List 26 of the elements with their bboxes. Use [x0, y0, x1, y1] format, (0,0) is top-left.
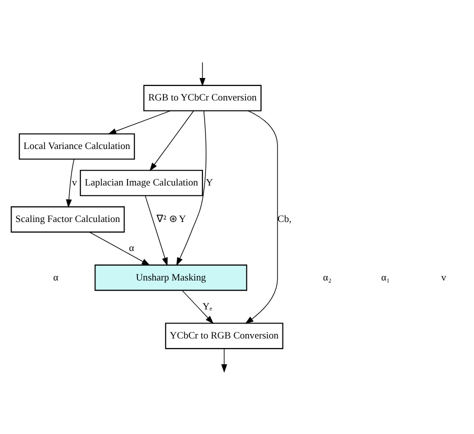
label: α₁ [381, 272, 390, 284]
node-box: RGB to YCbCr Conversion [143, 84, 262, 112]
arrow [108, 110, 171, 134]
edge-label: Cb, [278, 214, 292, 226]
edge-label: ∇² ⊛ Y [156, 214, 186, 226]
arrow [89, 232, 150, 266]
arrow [176, 110, 206, 266]
arrow [245, 110, 278, 324]
edge-label: α [129, 243, 134, 254]
edge-label: v [72, 178, 77, 189]
edge-label: Y [206, 178, 214, 189]
arrow [150, 110, 194, 172]
edge-label: Yₑ [202, 301, 212, 312]
arrow [144, 195, 168, 266]
arrow [182, 290, 214, 324]
node-box: Scaling Factor Calculation [10, 206, 125, 233]
label: α₂ [323, 272, 332, 284]
node-box: Local Variance Calculation [18, 133, 135, 160]
node-box: Unsharp Masking [94, 264, 248, 291]
label: α [53, 272, 58, 284]
label: v [441, 272, 446, 284]
arrow [200, 62, 206, 86]
arrow [221, 348, 228, 373]
node-box: YCbCr to RGB Conversion [165, 322, 284, 350]
node-box: Laplacian Image Calculation [80, 170, 203, 196]
arrow [66, 158, 74, 208]
